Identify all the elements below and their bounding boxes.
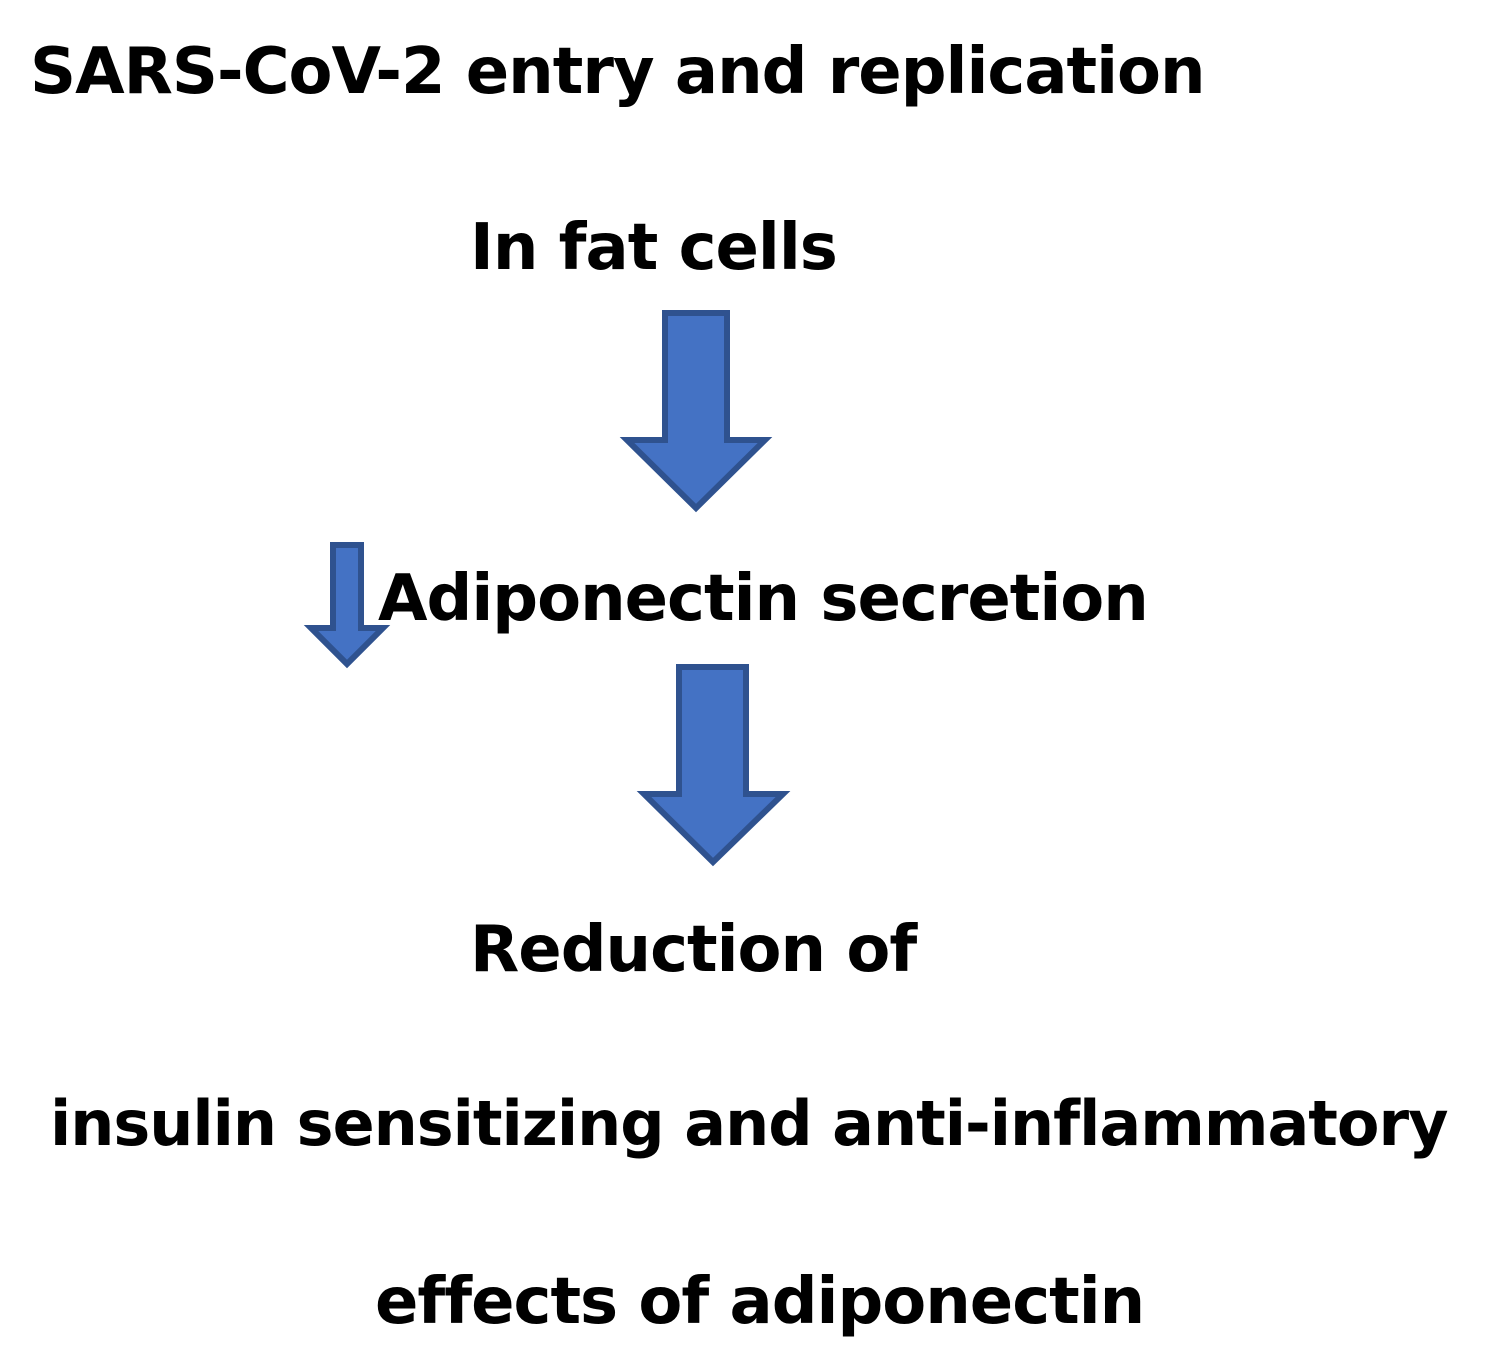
flow-step-virus-entry: SARS-CoV-2 entry and replication <box>30 35 1206 109</box>
flow-step-fat-cells: In fat cells <box>470 211 838 285</box>
flow-step-reduction: Reduction of <box>470 913 917 987</box>
flow-step-adiponectin-effects: effects of adiponectin <box>375 1265 1145 1339</box>
flow-step-insulin-effects: insulin sensitizing and anti-inflammator… <box>50 1087 1449 1160</box>
flow-arrow-down-icon <box>619 310 773 513</box>
flow-arrow-down-icon <box>636 664 791 867</box>
decrease-arrow-icon <box>303 542 391 669</box>
flow-arrow-shape <box>636 664 791 867</box>
flow-step-adiponectin-secretion: Adiponectin secretion <box>378 562 1149 636</box>
flow-arrow-shape <box>619 310 773 513</box>
decrease-arrow-shape <box>303 542 391 669</box>
